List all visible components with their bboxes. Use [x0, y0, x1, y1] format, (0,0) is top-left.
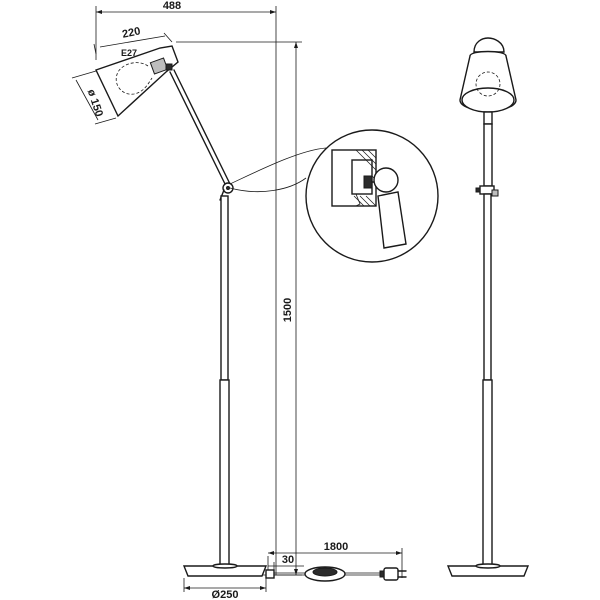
- front-base: [446, 565, 530, 577]
- socket-label: E27: [121, 48, 137, 58]
- detail-arm: [377, 191, 407, 249]
- front-view-lamp: [446, 37, 530, 577]
- plug: [383, 567, 399, 581]
- front-top-cap: [473, 37, 505, 53]
- dimension-switch-offset: 30: [267, 554, 304, 576]
- total-width-label: 488: [163, 0, 181, 12]
- base: [182, 565, 268, 577]
- dimension-total-width: 488: [95, 0, 277, 575]
- upper-arm: [169, 71, 227, 187]
- cable-assembly: 30 1800: [265, 541, 407, 582]
- base-diameter-label: Ø250: [212, 589, 239, 600]
- front-stem-upper: [483, 193, 492, 381]
- shade-length-label: 220: [121, 25, 141, 41]
- front-neck: [483, 111, 493, 125]
- bulb-outline: [115, 62, 153, 95]
- stem-lower: [219, 379, 230, 567]
- height-label: 1500: [282, 298, 294, 322]
- shade-diameter-label: ø 150: [85, 88, 105, 118]
- stem-upper: [220, 195, 229, 381]
- dimension-shade-length: 220: [93, 25, 173, 55]
- detail-callout: [229, 129, 439, 263]
- dimension-base-diameter: Ø250: [183, 578, 267, 600]
- front-upper-arm: [483, 123, 493, 187]
- cable-length-label: 1800: [324, 541, 348, 553]
- switch-offset-label: 30: [282, 554, 294, 566]
- front-stem-lower: [482, 379, 493, 567]
- dimension-cable-length: 1800: [268, 541, 403, 578]
- detail-knob: [373, 167, 399, 193]
- shade-hinge: [165, 63, 173, 71]
- front-bulb: [475, 71, 501, 97]
- dimension-height: 1500: [176, 41, 302, 576]
- detail-hatch: [353, 149, 377, 207]
- side-view-lamp: 220 ø 150 E27: [71, 25, 268, 600]
